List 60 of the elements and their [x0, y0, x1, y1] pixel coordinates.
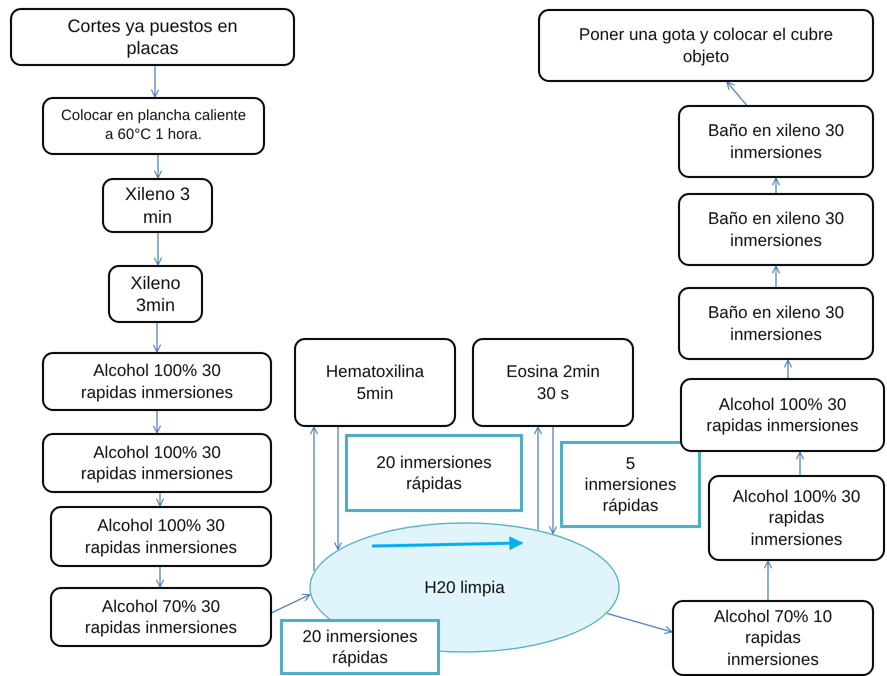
- process-box: [678, 105, 874, 178]
- process-box: [10, 8, 295, 66]
- process-box: [294, 338, 456, 427]
- process-box: [538, 9, 874, 82]
- arrow: [772, 177, 780, 193]
- step-text: Alcohol 100% 30 rapidas inmersiones: [732, 486, 862, 550]
- arrow: [156, 493, 164, 507]
- note-box: [280, 619, 440, 675]
- process-box: [680, 378, 885, 452]
- step-text: Alcohol 100% 30 rapidas inmersiones: [80, 442, 234, 484]
- step-text: Xileno 3 min: [124, 183, 192, 228]
- step-text: 5 inmersiones rápidas: [584, 452, 678, 516]
- arrow: [272, 594, 310, 614]
- step-text: Colocar en plancha caliente a 60°C 1 hora.: [60, 107, 248, 145]
- arrow: [607, 612, 673, 634]
- process-box: [472, 338, 634, 427]
- note-box: [345, 434, 523, 512]
- process-box: [672, 600, 874, 676]
- step-text: Baño en xileno 30 inmersiones: [706, 208, 846, 251]
- step-text: Alcohol 100% 30 rapidas inmersiones: [84, 515, 238, 558]
- note-box: [560, 441, 701, 528]
- step-text: Cortes ya puestos en placas: [66, 14, 239, 60]
- arrow: [772, 265, 780, 287]
- step-text: 20 inmersiones rápidas: [375, 452, 493, 494]
- step-text: Alcohol 70% 10 rapidas inmersiones: [712, 606, 834, 670]
- arrow: [152, 411, 162, 434]
- arrow: [152, 323, 162, 353]
- process-box: [108, 265, 203, 323]
- process-box: [678, 287, 874, 360]
- process-box: [50, 587, 272, 647]
- arrow: [334, 427, 342, 550]
- arrow: [796, 451, 804, 475]
- process-box: [50, 506, 272, 567]
- arrow: [764, 560, 772, 600]
- step-text: Poner una gota y colocar el cubre objeto: [578, 24, 834, 67]
- arrow: [150, 66, 160, 98]
- process-box: [678, 193, 874, 266]
- step-text: 20 inmersiones rápidas: [301, 626, 419, 668]
- step-text: Baño en xileno 30 inmersiones: [706, 120, 846, 163]
- arrow: [534, 426, 542, 530]
- step-text: Eosina 2min 30 s: [505, 361, 601, 404]
- step-text: Baño en xileno 30 inmersiones: [706, 302, 846, 345]
- arrow: [154, 233, 162, 266]
- step-text: Alcohol 100% 30 rapidas inmersiones: [80, 360, 234, 403]
- step-text: Alcohol 70% 30 rapidas inmersiones: [84, 596, 238, 638]
- process-box: [42, 97, 265, 155]
- step-text: H20 limpia: [423, 576, 506, 598]
- step-text: Xileno 3min: [129, 272, 182, 316]
- process-box: [42, 433, 272, 493]
- step-text: Hematoxilina 5min: [324, 361, 426, 404]
- arrow: [726, 81, 747, 106]
- step-text: Alcohol 100% 30 rapidas inmersiones: [705, 394, 860, 436]
- process-box: [42, 352, 272, 411]
- arrow: [156, 567, 164, 588]
- arrow: [784, 359, 792, 378]
- arrow: [154, 155, 162, 179]
- arrow: [548, 427, 558, 534]
- process-box: [102, 178, 213, 233]
- process-box: [708, 475, 885, 561]
- arrow: [310, 426, 318, 572]
